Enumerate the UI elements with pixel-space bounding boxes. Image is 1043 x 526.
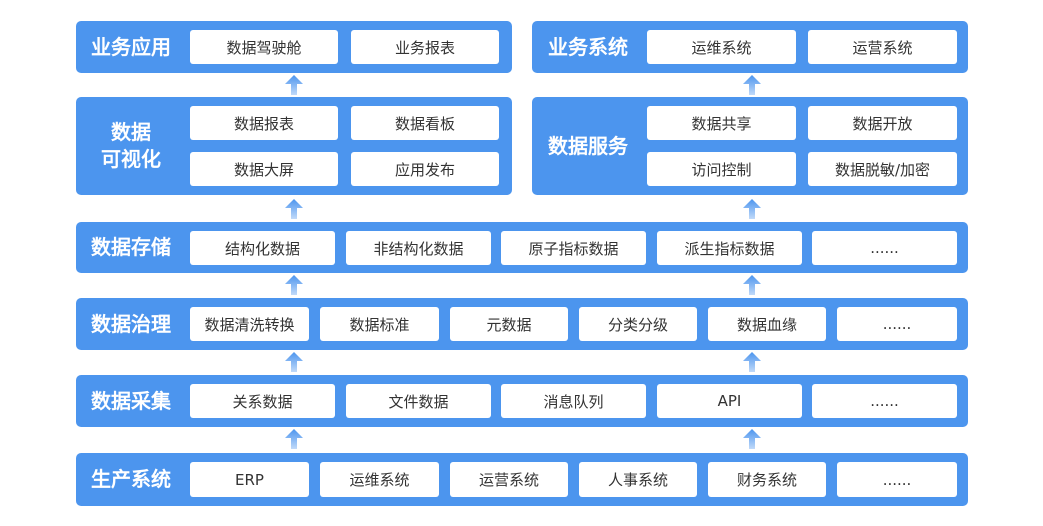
layer-title: 数据采集 [91, 388, 171, 413]
module-cell: 数据脱敏/加密 [808, 152, 957, 186]
layer-title: 生产系统 [91, 467, 171, 491]
layer-title: 数据存储 [91, 235, 171, 259]
production-layer: 生产系统 ERP 运维系统 运营系统 人事系统 财务系统 ...... [76, 453, 968, 506]
layer-title: 数据服务 [548, 133, 628, 158]
module-cell: API [657, 384, 802, 418]
module-cell: 运维系统 [320, 462, 439, 497]
module-cell: 非结构化数据 [346, 231, 491, 265]
module-cell: 访问控制 [647, 152, 796, 186]
arrow-up-icon [742, 351, 762, 373]
storage-layer: 数据存储 结构化数据 非结构化数据 原子指标数据 派生指标数据 ...... [76, 222, 968, 273]
module-cell: 数据看板 [351, 106, 499, 140]
module-cell: ...... [837, 307, 957, 341]
module-cell: 运营系统 [808, 30, 957, 64]
module-cell: 数据标准 [320, 307, 439, 341]
module-cell: 原子指标数据 [501, 231, 646, 265]
module-cell: 消息队列 [501, 384, 646, 418]
module-cell: 人事系统 [579, 462, 697, 497]
module-cell: ERP [190, 462, 309, 497]
business-application-layer: 业务应用 数据驾驶舱 业务报表 [76, 21, 512, 73]
module-cell: 数据报表 [190, 106, 338, 140]
module-cell: 数据大屏 [190, 152, 338, 186]
module-cell: ...... [837, 462, 957, 497]
module-cell: 分类分级 [579, 307, 697, 341]
arrow-up-icon [284, 351, 304, 373]
module-cell: 数据共享 [647, 106, 796, 140]
module-cell: ...... [812, 231, 957, 265]
arrow-up-icon [742, 74, 762, 96]
module-cell: 文件数据 [346, 384, 491, 418]
arrow-up-icon [284, 274, 304, 296]
module-cell: 业务报表 [351, 30, 499, 64]
arrow-up-icon [284, 428, 304, 450]
module-cell: 运营系统 [450, 462, 568, 497]
arrow-up-icon [742, 274, 762, 296]
module-cell: 结构化数据 [190, 231, 335, 265]
module-cell: ...... [812, 384, 957, 418]
arrow-up-icon [742, 198, 762, 220]
arrow-up-icon [284, 74, 304, 96]
module-cell: 运维系统 [647, 30, 796, 64]
module-cell: 数据驾驶舱 [190, 30, 338, 64]
module-cell: 元数据 [450, 307, 568, 341]
arrow-up-icon [742, 428, 762, 450]
data-service-layer: 数据服务 数据共享 数据开放 访问控制 数据脱敏/加密 [532, 97, 968, 195]
layer-title: 数据 可视化 [101, 120, 161, 171]
module-cell: 派生指标数据 [657, 231, 802, 265]
module-cell: 数据开放 [808, 106, 957, 140]
module-cell: 关系数据 [190, 384, 335, 418]
visualization-layer: 数据 可视化 数据报表 数据看板 数据大屏 应用发布 [76, 97, 512, 195]
module-cell: 财务系统 [708, 462, 826, 497]
module-cell: 数据清洗转换 [190, 307, 309, 341]
arrow-up-icon [284, 198, 304, 220]
governance-layer: 数据治理 数据清洗转换 数据标准 元数据 分类分级 数据血缘 ...... [76, 298, 968, 350]
module-cell: 数据血缘 [708, 307, 826, 341]
layer-title: 业务系统 [548, 34, 628, 59]
business-system-layer: 业务系统 运维系统 运营系统 [532, 21, 968, 73]
layer-title: 数据治理 [91, 311, 171, 336]
collection-layer: 数据采集 关系数据 文件数据 消息队列 API ...... [76, 375, 968, 427]
module-cell: 应用发布 [351, 152, 499, 186]
layer-title: 业务应用 [91, 34, 171, 59]
